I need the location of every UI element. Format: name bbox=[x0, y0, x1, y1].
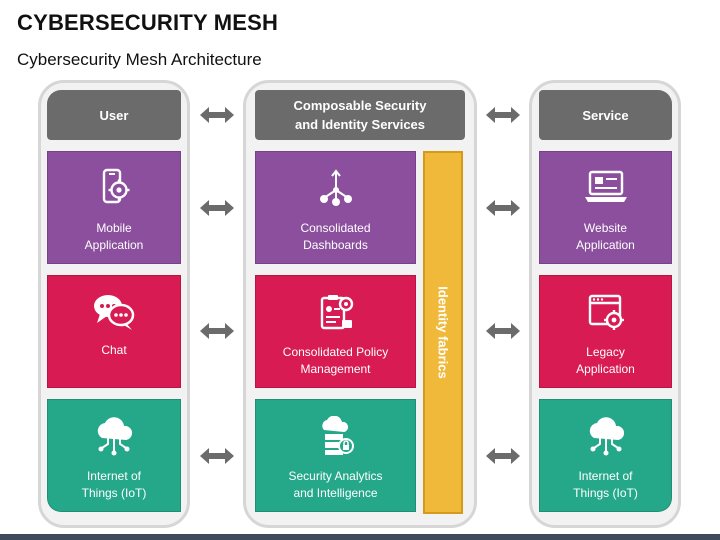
cloud-network-icon bbox=[48, 416, 180, 456]
page-title: CYBERSECURITY MESH bbox=[17, 10, 279, 35]
card-label: Security Analytics and Intelligence bbox=[288, 469, 383, 500]
card-iot-user: Internet of Things (IoT) bbox=[47, 399, 181, 512]
footer-bar bbox=[0, 534, 720, 540]
card-consolidated-dashboards: Consolidated Dashboards bbox=[255, 151, 416, 264]
card-legacy-application: Legacy Application bbox=[539, 275, 672, 388]
browser-gear-icon bbox=[540, 292, 671, 330]
card-label: Mobile Application bbox=[84, 221, 144, 252]
card-website-application: Website Application bbox=[539, 151, 672, 264]
middle-header-text: Composable Security and Identity Service… bbox=[293, 98, 427, 132]
card-security-analytics: Security Analytics and Intelligence bbox=[255, 399, 416, 512]
policy-document-icon bbox=[256, 292, 415, 330]
card-mobile-application: Mobile Application bbox=[47, 151, 181, 264]
card-iot-service: Internet of Things (IoT) bbox=[539, 399, 672, 512]
identity-fabrics-bar: Identity fabrics bbox=[423, 151, 463, 514]
double-arrow-icon bbox=[200, 107, 234, 123]
double-arrow-icon bbox=[200, 448, 234, 464]
card-chat: Chat bbox=[47, 275, 181, 388]
double-arrow-icon bbox=[200, 323, 234, 339]
double-arrow-icon bbox=[486, 107, 520, 123]
card-label: Consolidated Dashboards bbox=[300, 221, 371, 252]
service-header: Service bbox=[539, 90, 672, 140]
page-subtitle: Cybersecurity Mesh Architecture bbox=[17, 50, 262, 69]
card-label: Website Application bbox=[576, 221, 635, 252]
card-label: Legacy Application bbox=[576, 345, 635, 376]
double-arrow-icon bbox=[486, 200, 520, 216]
cloud-network-icon bbox=[540, 416, 671, 456]
double-arrow-icon bbox=[200, 200, 234, 216]
chat-bubbles-icon bbox=[48, 292, 180, 330]
card-label: Internet of Things (IoT) bbox=[81, 469, 147, 500]
middle-header: Composable Security and Identity Service… bbox=[255, 90, 465, 140]
card-label: Chat bbox=[101, 343, 127, 357]
user-header: User bbox=[47, 90, 181, 140]
card-label: Internet of Things (IoT) bbox=[573, 469, 638, 500]
laptop-icon bbox=[540, 168, 671, 206]
card-label: Consolidated Policy Management bbox=[282, 345, 389, 376]
identity-fabrics-label: Identity fabrics bbox=[435, 286, 451, 379]
double-arrow-icon bbox=[486, 448, 520, 464]
cloud-server-lock-icon bbox=[256, 416, 415, 455]
double-arrow-icon bbox=[486, 323, 520, 339]
mobile-gear-icon bbox=[48, 168, 180, 206]
card-consolidated-policy: Consolidated Policy Management bbox=[255, 275, 416, 388]
share-nodes-icon bbox=[256, 168, 415, 206]
